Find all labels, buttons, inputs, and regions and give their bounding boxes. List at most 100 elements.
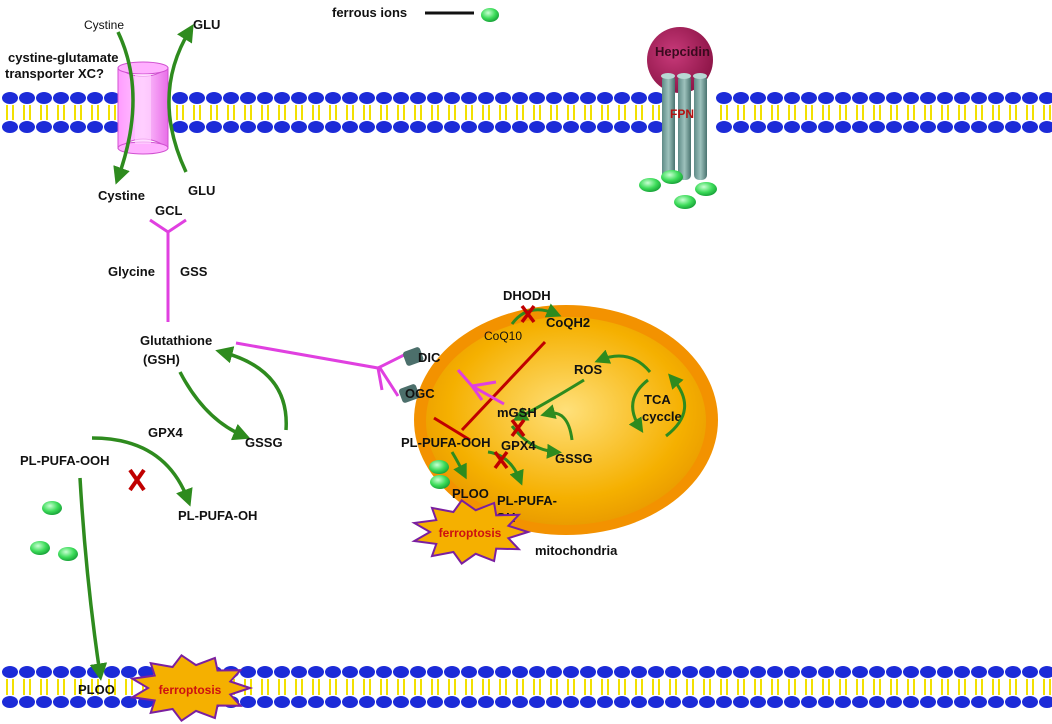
lipid-head <box>665 696 681 708</box>
gssg-label: GSSG <box>245 435 283 450</box>
lipid-head <box>954 666 970 678</box>
lipid-head <box>342 696 358 708</box>
lipid-head <box>308 666 324 678</box>
lipid-head <box>461 92 477 104</box>
lipid-head <box>206 121 222 133</box>
lipid-head <box>631 121 647 133</box>
lipid-head <box>988 666 1004 678</box>
lipid-head <box>53 666 69 678</box>
lipid-head <box>597 121 613 133</box>
mito-gpx4-reduction-arrow <box>487 450 524 486</box>
mito-gssg-label: GSSG <box>555 451 593 466</box>
dic-label: DIC <box>418 350 441 365</box>
lipid-head <box>886 696 902 708</box>
ferrous-ion <box>674 195 696 209</box>
xc-transporter-icon <box>117 61 169 155</box>
pl-pufa-oh-label: PL-PUFA-OH <box>178 508 257 523</box>
lipid-head <box>767 666 783 678</box>
lipid-head <box>274 696 290 708</box>
lipid-head <box>444 666 460 678</box>
lipid-head <box>767 92 783 104</box>
lipid-head <box>478 92 494 104</box>
lipid-head <box>869 92 885 104</box>
tca-to-ros-arrow <box>594 349 652 373</box>
lipid-head <box>937 666 953 678</box>
lipid-head <box>614 92 630 104</box>
mgssg-to-mgsh-arrow <box>540 404 574 441</box>
transporter-label-line1: cystine-glutamate <box>8 50 119 65</box>
lipid-head <box>971 696 987 708</box>
lipid-head <box>104 666 120 678</box>
lipid-head <box>954 92 970 104</box>
lipid-head <box>614 121 630 133</box>
pufa-to-ploo-arrow <box>78 477 108 681</box>
gcl-label: GCL <box>155 203 183 218</box>
ferrous-ion <box>30 541 50 555</box>
lipid-head <box>223 121 239 133</box>
lipid-head <box>1005 696 1021 708</box>
ferrous-ion <box>661 170 683 184</box>
gpx4-inhibition-icon <box>128 468 146 492</box>
gsh-transport-line <box>235 341 411 397</box>
mito-ferroptosis-label: ferroptosis <box>439 526 502 540</box>
cystine-in-label: Cystine <box>98 188 145 203</box>
ferrous-ion <box>42 501 62 515</box>
lipid-head <box>1022 121 1038 133</box>
lipid-head <box>546 121 562 133</box>
mito-pufa-to-ploo-arrow <box>450 451 467 480</box>
lipid-head <box>750 92 766 104</box>
tca-cycle-arrow-right <box>665 373 687 438</box>
lipid-head <box>546 666 562 678</box>
lipid-head <box>189 121 205 133</box>
lipid-head <box>818 666 834 678</box>
coqh2-label: CoQH2 <box>546 315 590 330</box>
lipid-head <box>563 121 579 133</box>
lipid-head <box>36 92 52 104</box>
lipid-head <box>903 696 919 708</box>
lipid-head <box>495 92 511 104</box>
lipid-head <box>750 666 766 678</box>
lipid-head <box>648 92 664 104</box>
lipid-head <box>750 121 766 133</box>
lipid-head <box>801 696 817 708</box>
mito-label: mitochondria <box>535 543 618 558</box>
lipid-head <box>563 92 579 104</box>
lipid-head <box>308 696 324 708</box>
lipid-head <box>1005 92 1021 104</box>
lipid-head <box>2 121 18 133</box>
lipid-head <box>70 121 86 133</box>
lipid-head <box>988 92 1004 104</box>
lipid-head <box>461 121 477 133</box>
lipid-head <box>478 121 494 133</box>
lipid-head <box>801 121 817 133</box>
mgsh-label: mGSH <box>497 405 537 420</box>
lipid-head <box>325 666 341 678</box>
lipid-head <box>240 92 256 104</box>
lipid-head <box>886 92 902 104</box>
ploo-label: PLOO <box>78 682 115 697</box>
lipid-head <box>716 121 732 133</box>
lipid-head <box>852 696 868 708</box>
fpn-label: FPN <box>670 107 694 121</box>
lipid-head <box>716 92 732 104</box>
lipid-head <box>546 92 562 104</box>
lipid-head <box>427 92 443 104</box>
lipid-head <box>954 696 970 708</box>
lipid-head <box>427 666 443 678</box>
lipid-head <box>801 666 817 678</box>
lipid-head <box>767 696 783 708</box>
lipid-head <box>342 666 358 678</box>
lipid-head <box>1039 666 1052 678</box>
lipid-head <box>274 121 290 133</box>
lipid-head <box>529 696 545 708</box>
lipid-head <box>325 121 341 133</box>
lipid-head <box>920 666 936 678</box>
lipid-head <box>410 121 426 133</box>
lipid-head <box>393 92 409 104</box>
ferroptosis-burst <box>129 653 254 723</box>
lipid-head <box>648 696 664 708</box>
gss-label: GSS <box>180 264 208 279</box>
cystine-out-label: Cystine <box>84 18 124 32</box>
lipid-head <box>444 121 460 133</box>
lipid-head <box>257 121 273 133</box>
